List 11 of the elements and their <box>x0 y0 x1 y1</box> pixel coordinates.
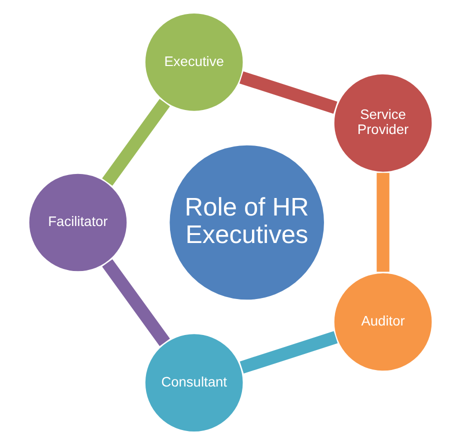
connector <box>239 331 338 374</box>
connector <box>102 98 170 186</box>
node-circle: Role of HR Executives <box>167 143 326 302</box>
node-circle: Consultant <box>142 332 244 434</box>
connector <box>102 259 170 346</box>
node-circle: Facilitator <box>26 172 128 274</box>
node-circle: Service Provider <box>332 72 434 174</box>
node-circle: Executive <box>142 11 244 113</box>
connector <box>376 172 389 272</box>
connector <box>238 71 337 114</box>
node-circle: Auditor <box>332 271 434 373</box>
